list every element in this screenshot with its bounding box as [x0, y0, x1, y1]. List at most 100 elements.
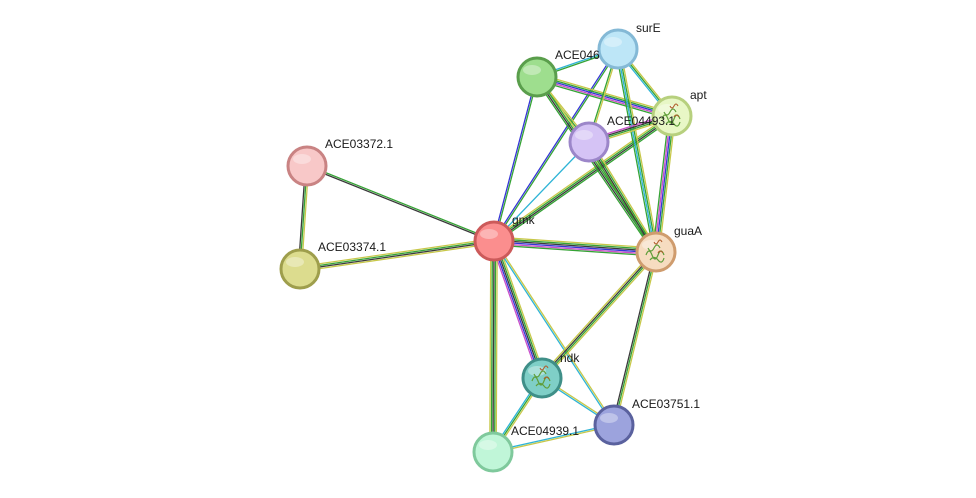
edge-ACE04493.1-guaA: [586, 140, 659, 254]
edge-line: [299, 241, 495, 271]
node-circle[interactable]: [473, 220, 515, 262]
node-circle[interactable]: [521, 357, 563, 399]
edge-line: [493, 242, 657, 256]
edge-line: [619, 47, 660, 253]
node-circle[interactable]: [635, 231, 677, 273]
node-ACE04939.1[interactable]: [472, 431, 514, 473]
edge-line: [299, 237, 495, 268]
node-ndk[interactable]: [521, 357, 563, 399]
node-highlight: [604, 37, 622, 47]
node-apt[interactable]: [651, 95, 693, 137]
node-circle[interactable]: [286, 145, 328, 187]
edge-line: [492, 425, 615, 454]
node-ACE03372.1[interactable]: [286, 145, 328, 187]
node-ACE03751.1[interactable]: [593, 404, 635, 446]
edge-line: [618, 48, 658, 253]
node-highlight: [600, 413, 618, 423]
edge-line: [489, 240, 492, 453]
node-circle[interactable]: [597, 28, 639, 70]
edge-line: [493, 116, 674, 243]
edge-line: [495, 240, 498, 453]
labels-layer: surEACE046aptACE04493.1ACE03372.1gmkguaA…: [318, 21, 707, 438]
node-highlight: [528, 366, 546, 376]
edge-line: [652, 114, 670, 253]
edge-line: [299, 242, 495, 273]
node-label-guaA: guaA: [674, 224, 702, 238]
edge-line: [614, 48, 655, 254]
edge-line: [493, 239, 657, 252]
edge-line: [494, 239, 545, 379]
nodes-layer: [279, 28, 693, 473]
edge-line: [611, 250, 656, 426]
edge-line: [492, 240, 495, 453]
protein-structure-icon: [653, 239, 664, 254]
edge-gmk-apt: [491, 113, 675, 244]
edge-line: [589, 140, 658, 253]
node-label-ACE04493.1: ACE04493.1: [607, 114, 675, 128]
node-highlight: [523, 65, 541, 75]
node-circle[interactable]: [568, 121, 610, 163]
node-circle[interactable]: [593, 404, 635, 446]
edge-line: [493, 237, 657, 251]
node-circle[interactable]: [472, 431, 514, 473]
node-highlight: [479, 440, 497, 450]
edge-gmk-ACE04493.1: [493, 141, 590, 242]
edge-line: [586, 142, 655, 254]
edge-guaA-ACE03751.1: [611, 250, 659, 427]
edge-line: [540, 250, 657, 379]
edge-line: [493, 240, 543, 379]
node-ACE046[interactable]: [516, 56, 558, 98]
edge-line: [590, 140, 659, 252]
edge-gmk-ACE046: [492, 76, 539, 242]
edge-surE-guaA: [614, 47, 660, 254]
edge-line: [299, 239, 495, 269]
node-circle[interactable]: [516, 56, 558, 98]
edge-line: [539, 249, 655, 378]
edge-line: [493, 244, 657, 257]
protein-structure-icon: [669, 103, 680, 118]
edge-line: [494, 48, 620, 243]
edge-ACE03372.1-gmk: [306, 164, 495, 243]
edge-line: [493, 241, 657, 254]
node-highlight: [286, 257, 304, 267]
node-circle[interactable]: [279, 248, 321, 290]
node-label-ACE046: ACE046: [555, 48, 600, 62]
edge-line: [543, 252, 659, 381]
node-label-ndk: ndk: [560, 351, 580, 365]
edge-line: [490, 240, 494, 453]
node-label-ACE03374.1: ACE03374.1: [318, 240, 386, 254]
edge-line: [658, 115, 676, 254]
edge-line: [492, 240, 614, 427]
edge-guaA-ndk: [539, 249, 659, 381]
node-label-apt: apt: [690, 88, 707, 102]
node-gmk[interactable]: [473, 220, 515, 262]
edge-line: [614, 251, 659, 427]
edge-line: [492, 76, 537, 242]
edge-gmk-ndk: [490, 239, 546, 380]
node-highlight: [642, 240, 660, 250]
edge-line: [494, 117, 675, 244]
edge-line: [306, 164, 495, 241]
node-highlight: [575, 130, 593, 140]
protein-structure-icon: [539, 365, 550, 380]
node-circle[interactable]: [651, 95, 693, 137]
node-surE[interactable]: [597, 28, 639, 70]
node-guaA[interactable]: [635, 231, 677, 273]
edge-line: [492, 423, 615, 452]
edge-gmk-ACE03751.1: [492, 239, 616, 427]
edge-line: [493, 141, 590, 242]
edge-ACE03374.1-gmk: [299, 237, 495, 273]
edge-line: [490, 241, 540, 380]
edge-line: [494, 76, 539, 242]
edge-line: [492, 114, 673, 241]
edge-line: [613, 251, 657, 426]
edge-line: [616, 48, 656, 253]
node-label-ACE04939.1: ACE04939.1: [511, 424, 579, 438]
node-highlight: [293, 154, 311, 164]
node-ACE03374.1[interactable]: [279, 248, 321, 290]
node-label-ACE03751.1: ACE03751.1: [632, 397, 700, 411]
node-highlight: [480, 229, 498, 239]
node-ACE04493.1[interactable]: [568, 121, 610, 163]
edge-gmk-guaA: [493, 236, 657, 257]
